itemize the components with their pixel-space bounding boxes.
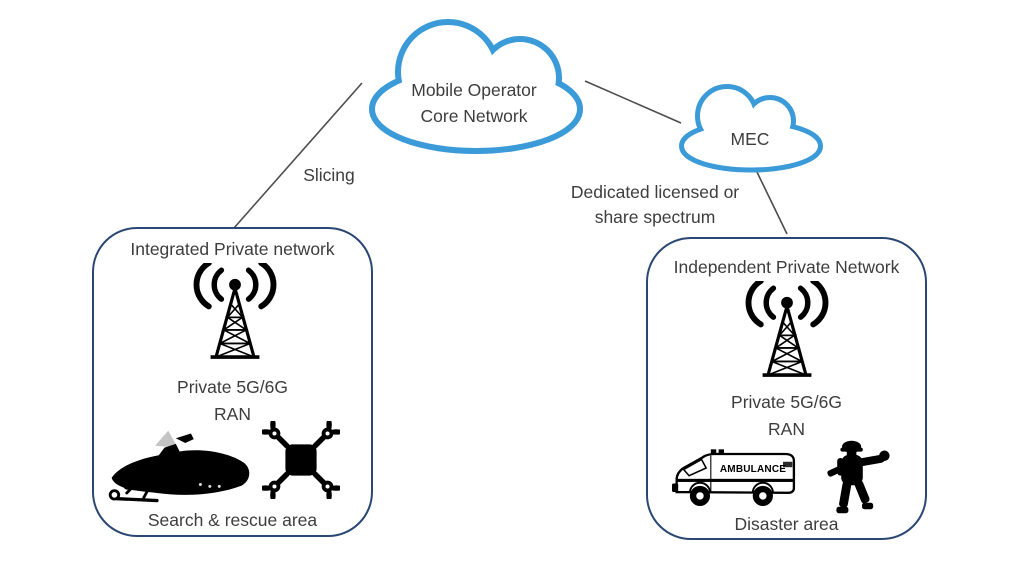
core-to-mec-line xyxy=(584,80,682,124)
core-network-cloud-icon xyxy=(369,19,583,154)
slicing-line xyxy=(233,82,363,229)
mec-cloud-icon xyxy=(679,84,823,173)
right-ran-label-line2: RAN xyxy=(768,419,805,439)
search-rescue-area-label: Search & rescue area xyxy=(147,510,318,530)
disaster-area-label: Disaster area xyxy=(734,514,839,534)
core-network-label: Mobile Operator Core Network xyxy=(374,77,574,129)
ambulance-graphic xyxy=(672,449,796,507)
right-ran-label-line1: Private 5G/6G xyxy=(731,392,842,412)
drone-icon xyxy=(262,421,340,499)
ambulance-icon: AMBULANCE xyxy=(672,443,804,517)
slicing-label: Slicing xyxy=(303,165,355,185)
ambulance-text: AMBULANCE xyxy=(719,464,787,475)
left-ran-label-line2: RAN xyxy=(214,404,251,424)
mec-to-box-line xyxy=(755,169,788,235)
snowmobile-icon xyxy=(108,430,250,503)
spectrum-label-line1: Dedicated licensed or xyxy=(570,182,740,202)
independent-private-network-box: Independent Private Network Private 5G/6… xyxy=(646,237,927,540)
integrated-private-network-box: Integrated Private network Private 5G/6G… xyxy=(92,227,373,537)
mec-label: MEC xyxy=(730,129,770,149)
antenna-tower-icon xyxy=(745,281,829,377)
antenna-tower-icon xyxy=(193,263,277,359)
core-network-label-line1: Mobile Operator xyxy=(411,80,537,100)
spectrum-label-line2: share spectrum xyxy=(594,207,716,227)
firefighter-icon xyxy=(827,440,890,514)
core-network-label-line2: Core Network xyxy=(420,106,528,126)
independent-box-title: Independent Private Network xyxy=(673,257,900,277)
spectrum-label: Dedicated licensed or share spectrum xyxy=(545,180,765,230)
integrated-box-title: Integrated Private network xyxy=(130,239,335,259)
left-ran-label-line1: Private 5G/6G xyxy=(177,377,288,397)
